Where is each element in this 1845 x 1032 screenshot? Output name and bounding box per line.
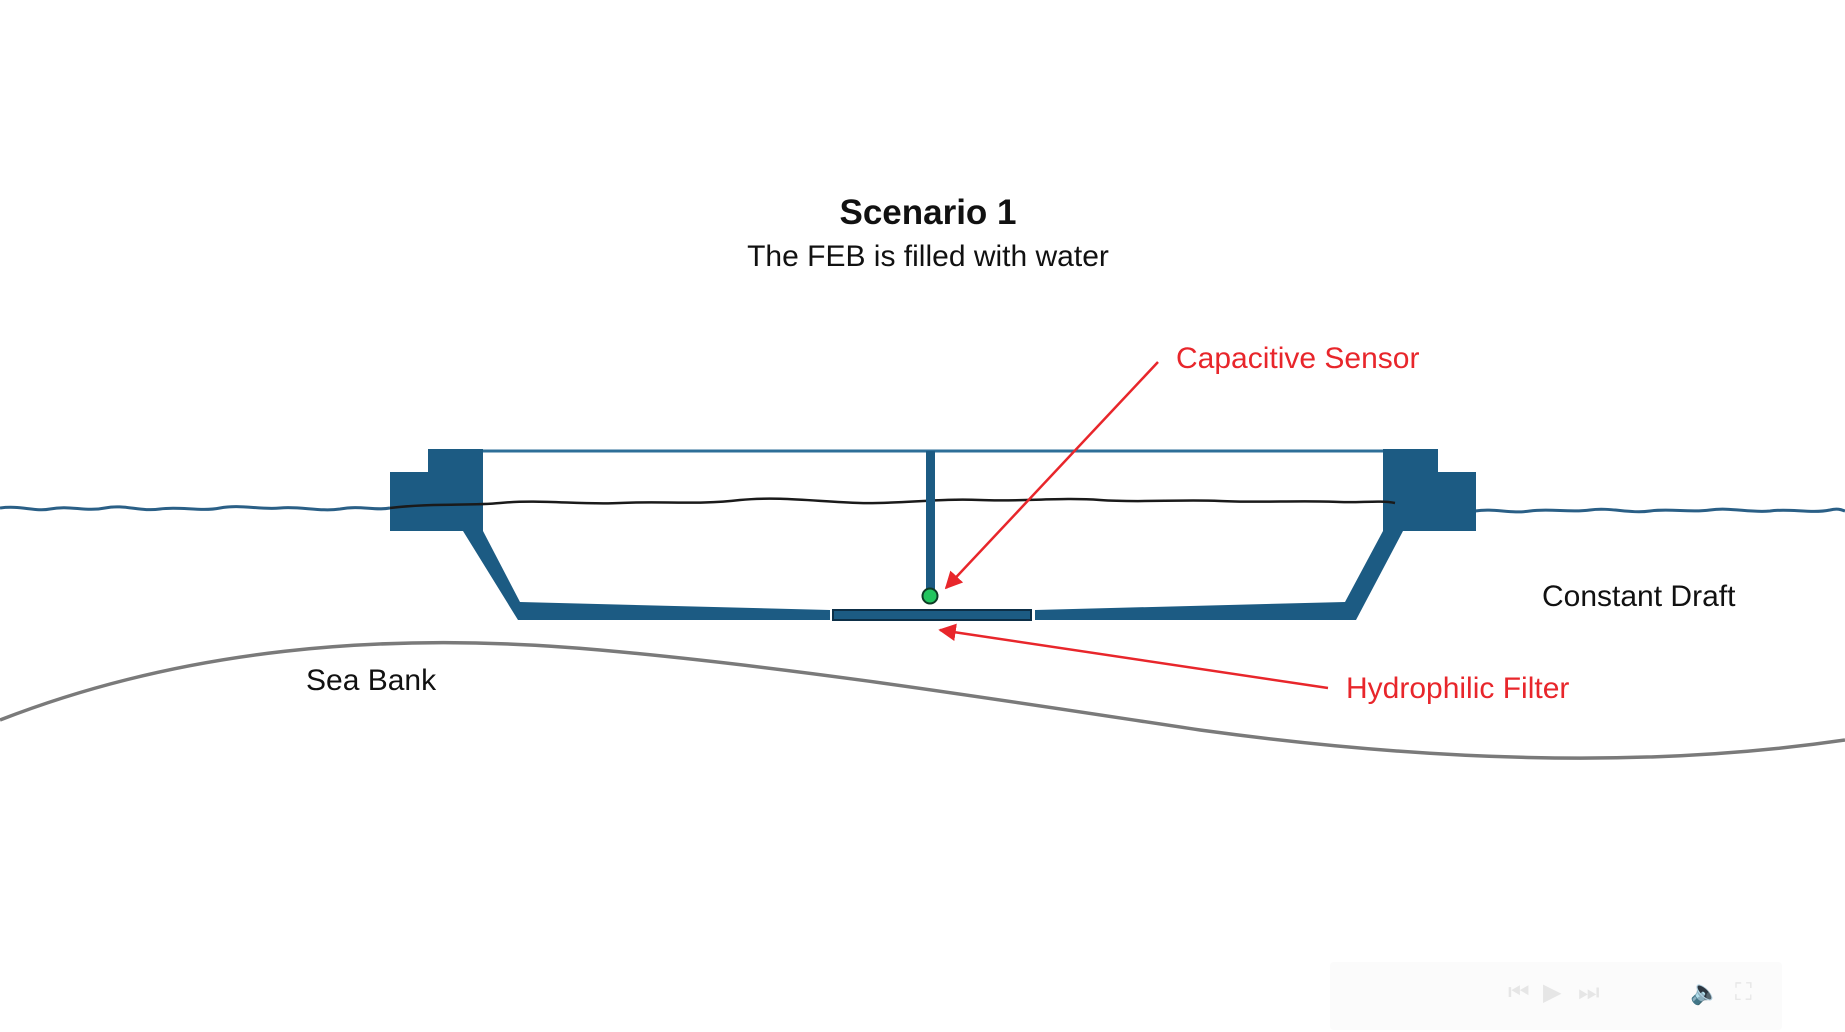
inner-water-surface bbox=[389, 497, 1396, 510]
diagram-title: Scenario 1 bbox=[839, 193, 1016, 232]
sea-bank-label: Sea Bank bbox=[306, 664, 437, 697]
capacitive-sensor-label: Capacitive Sensor bbox=[1176, 342, 1419, 375]
hydrophilic-filter bbox=[832, 609, 1032, 621]
play-icon[interactable]: ▶ bbox=[1543, 978, 1562, 1006]
hydrophilic-filter-label: Hydrophilic Filter bbox=[1346, 672, 1569, 705]
media-player-bar[interactable]: ⏮ ▶ ⏭ 🔈 ⛶ bbox=[1330, 962, 1782, 1030]
constant-draft-label: Constant Draft bbox=[1542, 580, 1736, 613]
capacitive-sensor-arrow bbox=[944, 361, 1159, 590]
right-column bbox=[1383, 449, 1438, 531]
diagram-subtitle: The FEB is filled with water bbox=[747, 240, 1109, 273]
fullscreen-icon[interactable]: ⛶ bbox=[1735, 978, 1752, 1006]
sensor-rod bbox=[926, 451, 935, 594]
right-hull bbox=[1035, 531, 1403, 620]
water-surface-right bbox=[1474, 507, 1845, 514]
left-column bbox=[428, 449, 483, 531]
left-hull bbox=[463, 531, 830, 620]
sea-bank-line bbox=[0, 640, 1845, 760]
right-flange bbox=[1431, 472, 1476, 531]
next-icon[interactable]: ⏭ bbox=[1578, 978, 1600, 1006]
hydrophilic-filter-arrow bbox=[938, 623, 1329, 690]
left-flange bbox=[390, 472, 435, 531]
volume-icon[interactable]: 🔈 bbox=[1690, 978, 1720, 1006]
previous-icon[interactable]: ⏮ bbox=[1508, 978, 1530, 1006]
water-surface-left bbox=[0, 505, 391, 512]
capacitive-sensor bbox=[921, 587, 939, 605]
feb-structure bbox=[390, 449, 1476, 620]
